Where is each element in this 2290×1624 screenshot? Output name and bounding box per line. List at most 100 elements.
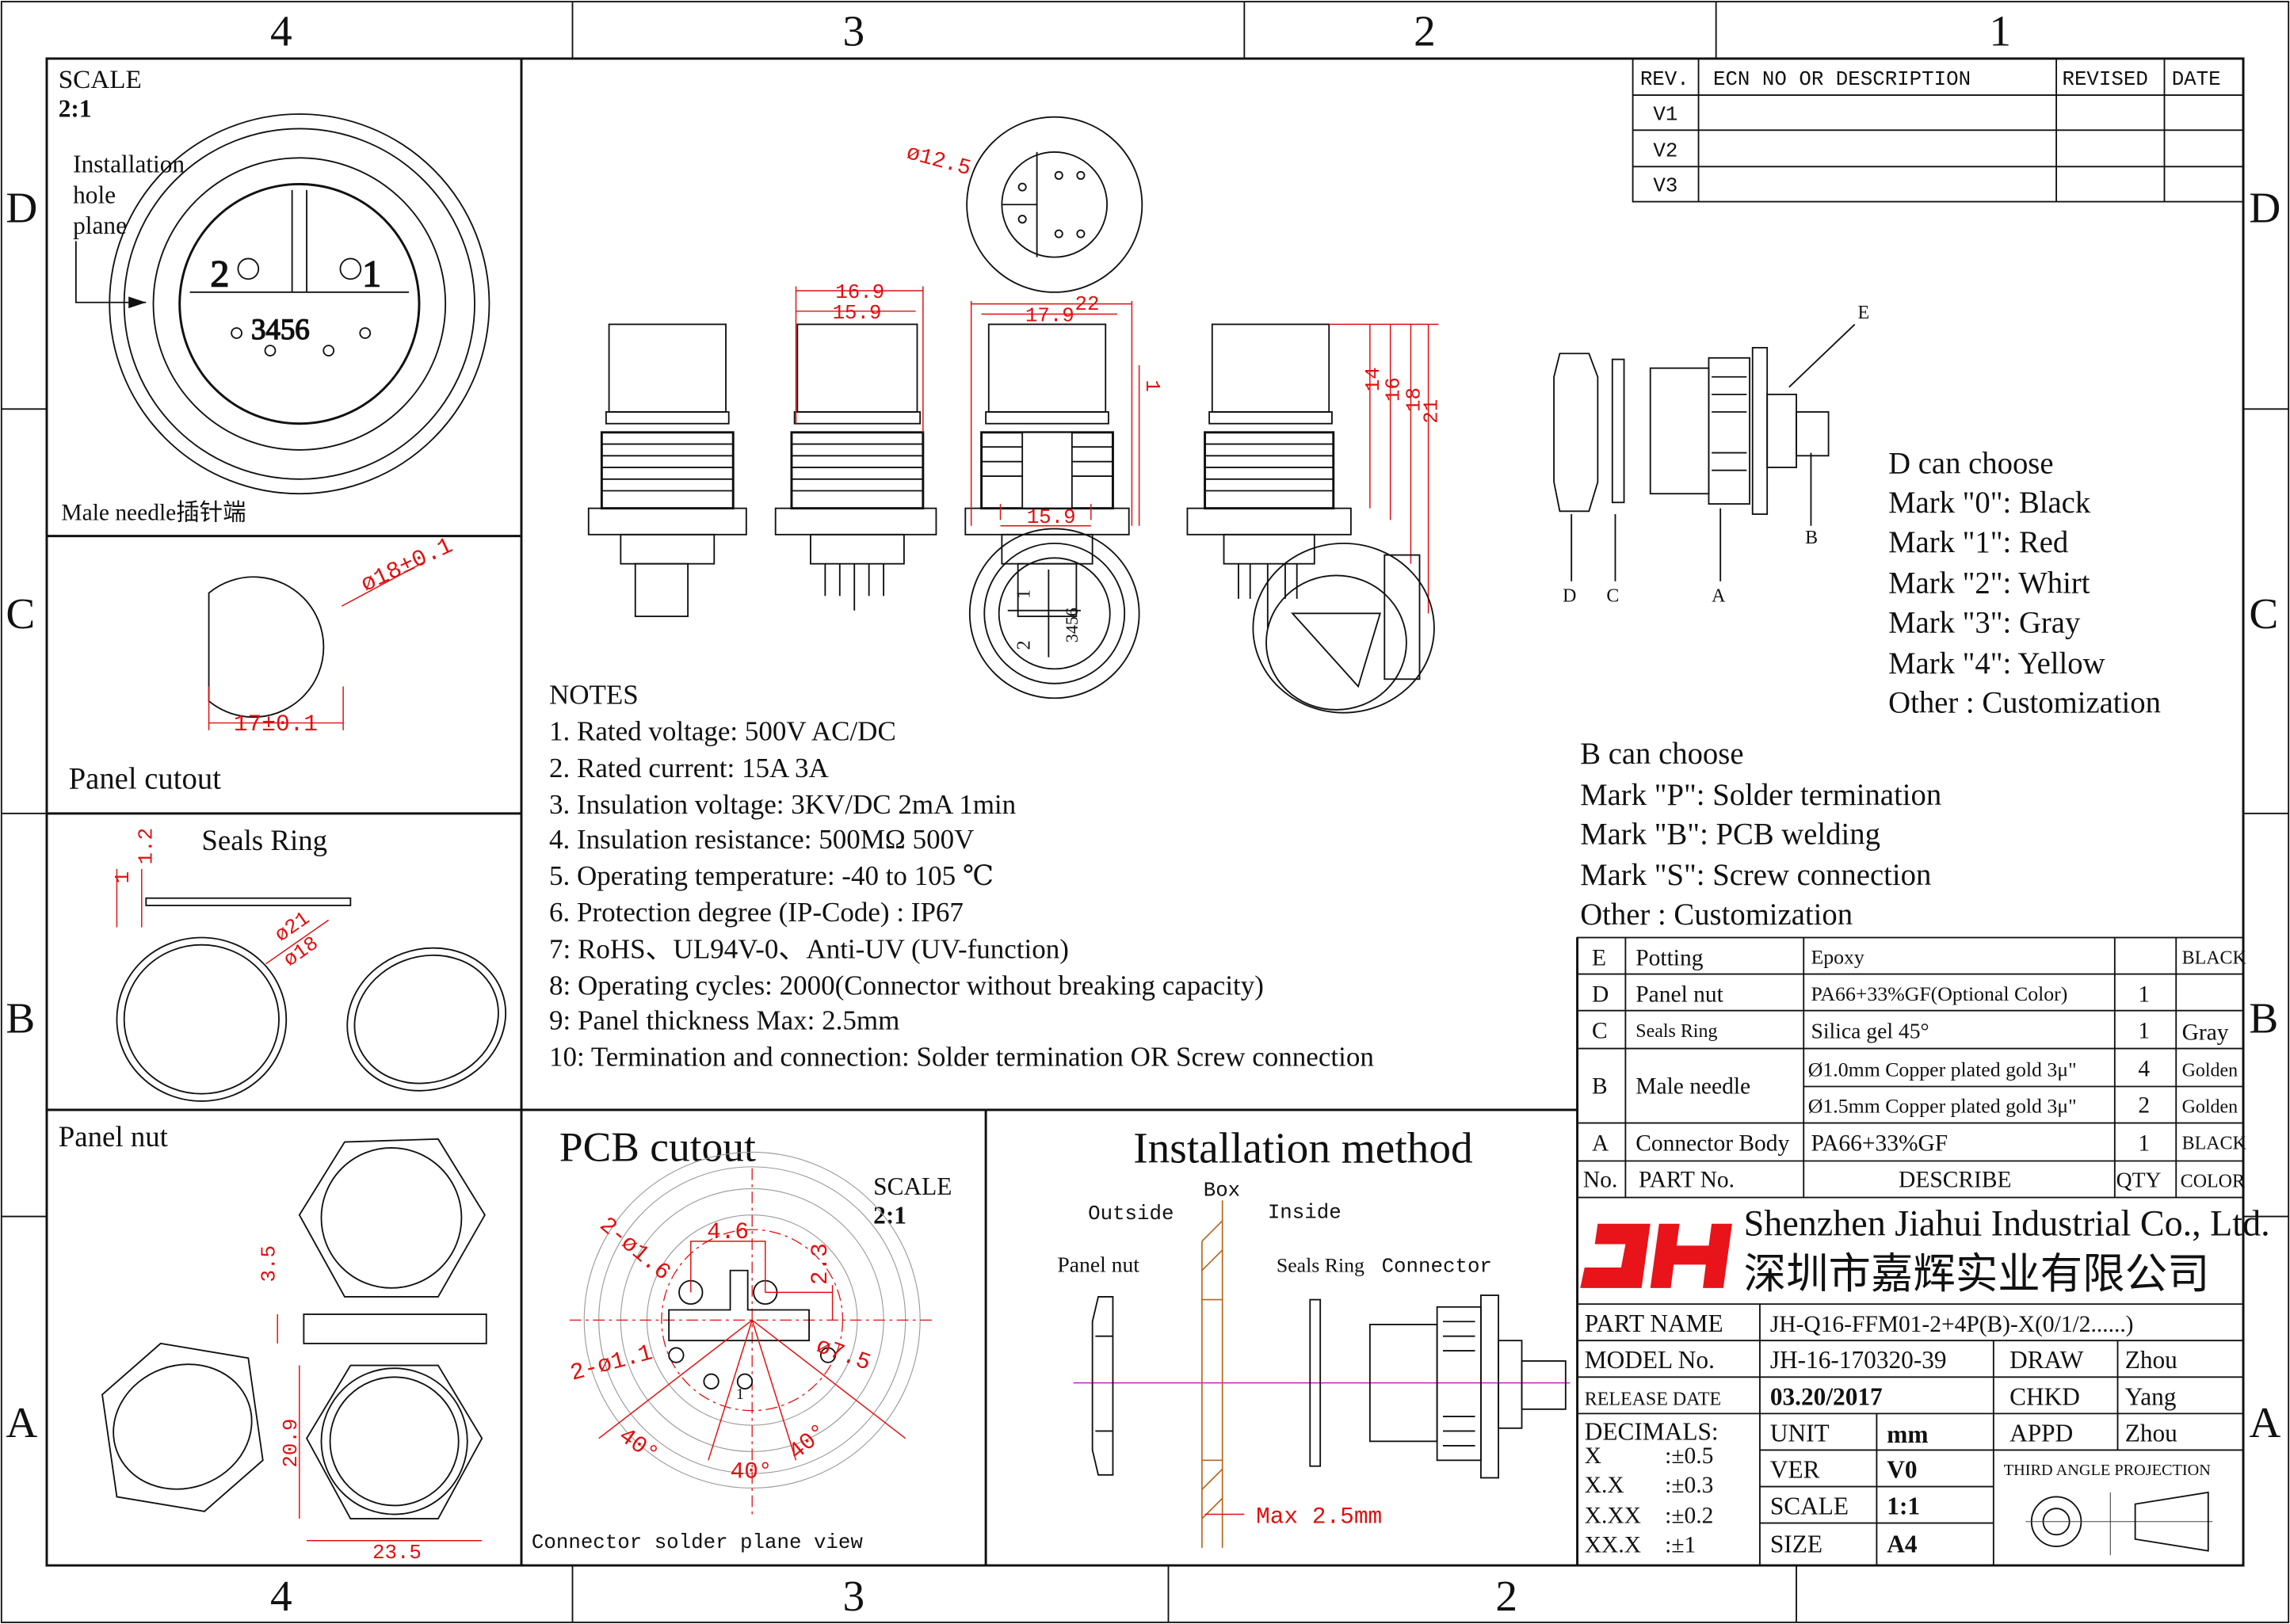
- note-item: 4. Insulation resistance: 500MΩ 500V: [549, 824, 974, 855]
- panel-cutout-title: Panel cutout: [69, 763, 222, 796]
- dim-label: 18: [1403, 387, 1426, 412]
- male-needle-caption: Male needle插针端: [61, 499, 246, 525]
- decimal-format: X: [1585, 1443, 1601, 1469]
- label-connector: Connector: [1382, 1256, 1492, 1279]
- pin-label: 3456: [1062, 608, 1082, 642]
- part-qty: 1: [2138, 1019, 2150, 1044]
- note-item: 8: Operating cycles: 2000(Connector with…: [549, 970, 1264, 1001]
- note-item: 6. Protection degree (IP-Code) : IP67: [549, 897, 964, 928]
- unit-label: UNIT: [1770, 1419, 1830, 1447]
- release-label: RELEASE DATE: [1585, 1389, 1721, 1409]
- scale-value: 2:1: [59, 95, 92, 123]
- pcb-caption: Connector solder plane view: [532, 1531, 863, 1554]
- decimal-tolerance: :±0.2: [1665, 1504, 1713, 1529]
- pin-label: 1: [362, 253, 381, 295]
- option-item: Mark "1": Red: [1888, 526, 2068, 559]
- option-item: Other : Customization: [1580, 898, 1853, 932]
- ver-value: V0: [1887, 1455, 1917, 1483]
- rev-header: ECN NO OR DESCRIPTION: [1713, 68, 1971, 91]
- row-letter: C: [2249, 589, 2278, 638]
- note-item: 10: Termination and connection: Solder t…: [549, 1042, 1374, 1073]
- part-no: A: [1592, 1131, 1609, 1157]
- decimal-tolerance: :±0.5: [1665, 1443, 1713, 1469]
- exploded-view: E B D C A: [1553, 303, 1869, 607]
- header-no: No.: [1583, 1168, 1617, 1193]
- zone-top: 1: [1989, 6, 2011, 55]
- part-color: Gray: [2182, 1020, 2229, 1046]
- row-letter: C: [6, 589, 35, 638]
- dim-label: 23.5: [372, 1542, 422, 1565]
- dim-label: 2.3: [807, 1243, 834, 1285]
- part-name: Potting: [1635, 946, 1703, 971]
- dim-label: 15.9: [833, 302, 882, 325]
- seals-ring-title: Seals Ring: [201, 824, 327, 856]
- side-view-3: [964, 323, 1130, 617]
- option-item: Mark "S": Screw connection: [1580, 859, 1931, 892]
- label-seals-ring: Seals Ring: [1277, 1254, 1364, 1277]
- pin-label: 2: [1013, 640, 1034, 650]
- model-label: MODEL No.: [1585, 1346, 1715, 1374]
- company-logo: [1580, 1223, 1732, 1288]
- scale-label: SCALE: [873, 1172, 952, 1200]
- d-options: D can choose Mark "0": Black Mark "1": R…: [1888, 447, 2161, 719]
- note-item: 3. Insulation voltage: 3KV/DC 2mA 1min: [549, 789, 1016, 820]
- pin-label: 1: [1013, 589, 1034, 599]
- row-letter: D: [2249, 183, 2280, 231]
- side-view-1: [587, 323, 747, 617]
- callout-label: C: [1606, 586, 1619, 607]
- decimal-format: X.XX: [1585, 1504, 1641, 1529]
- part-qty: 2: [2138, 1093, 2150, 1119]
- zone-bottom: 2: [1495, 1572, 1517, 1620]
- dim-label: 20.9: [280, 1419, 303, 1468]
- part-name-value: JH-Q16-FFM01-2+4P(B)-X(0/1/2......): [1770, 1312, 2134, 1337]
- option-item: Mark "4": Yellow: [1888, 647, 2105, 680]
- row-letter: A: [6, 1398, 37, 1447]
- company-block: Shenzhen Jiahui Industrial Co., Ltd. 深圳市…: [1580, 1203, 2270, 1298]
- header-color: COLOR: [2181, 1172, 2245, 1192]
- row-letter: D: [6, 183, 37, 231]
- dim-label: 4.6: [707, 1218, 749, 1245]
- dim-label: 17.9: [1025, 305, 1074, 328]
- note-item: 5. Operating temperature: -40 to 105 ℃: [549, 860, 994, 891]
- callout-label: D: [1563, 586, 1576, 607]
- callout-label: B: [1805, 528, 1818, 548]
- size-label: SIZE: [1770, 1530, 1822, 1557]
- dim-label: 15.9: [1027, 506, 1076, 529]
- part-desc: Ø1.0mm Copper plated gold 3μ": [1808, 1058, 2077, 1081]
- note-item: 2. Rated current: 15A 3A: [549, 753, 830, 783]
- draw-value: Zhou: [2125, 1346, 2177, 1374]
- projection-label: THIRD ANGLE PROJECTION: [2004, 1462, 2212, 1479]
- title-block: PART NAME JH-Q16-FFM01-2+4P(B)-X(0/1/2..…: [1577, 1303, 2244, 1566]
- panel-dividers: [46, 58, 1579, 1566]
- zone-top: 3: [842, 6, 864, 55]
- rev-row: V1: [1653, 103, 1677, 126]
- part-desc: Ø1.5mm Copper plated gold 3μ": [1808, 1095, 2077, 1118]
- header-part: PART No.: [1639, 1168, 1735, 1193]
- zone-bottom: 4: [270, 1572, 292, 1620]
- part-name: Panel nut: [1635, 982, 1723, 1008]
- part-desc: Silica gel 45°: [1811, 1019, 1929, 1043]
- side-view-2: [774, 323, 937, 611]
- note-item: 1. Rated voltage: 500V AC/DC: [549, 716, 896, 747]
- dim-label: 16.9: [835, 281, 884, 304]
- installation-title: Installation method: [1133, 1123, 1472, 1172]
- hole-plane-label: Installation: [73, 151, 185, 178]
- dim-label: 1: [112, 871, 135, 883]
- part-no: C: [1592, 1019, 1608, 1044]
- chkd-label: CHKD: [2009, 1382, 2080, 1410]
- third-angle-projection-symbol: [2025, 1491, 2213, 1556]
- b-options: B can choose Mark "P": Solder terminatio…: [1580, 738, 1941, 932]
- dim-label: 40°: [783, 1418, 833, 1466]
- panel-nut-title: Panel nut: [59, 1120, 169, 1153]
- scale-label: SCALE: [59, 65, 142, 94]
- part-color: BLACK: [2182, 948, 2247, 969]
- pcb-cutout-view: PCB cutout SCALE 2:1 2-ø1.6 4.6 2.3 ø7.5…: [532, 1123, 952, 1554]
- model-value: JH-16-170320-39: [1770, 1346, 1947, 1374]
- part-name: Seals Ring: [1635, 1021, 1717, 1042]
- dim-label: ø12.5: [903, 141, 973, 181]
- note-item: 9: Panel thickness Max: 2.5mm: [549, 1005, 899, 1036]
- zone-labels: 4 3 2 1 4 3 2 D C B A D C B A: [6, 6, 2280, 1620]
- rev-header: REVISED: [2062, 68, 2147, 91]
